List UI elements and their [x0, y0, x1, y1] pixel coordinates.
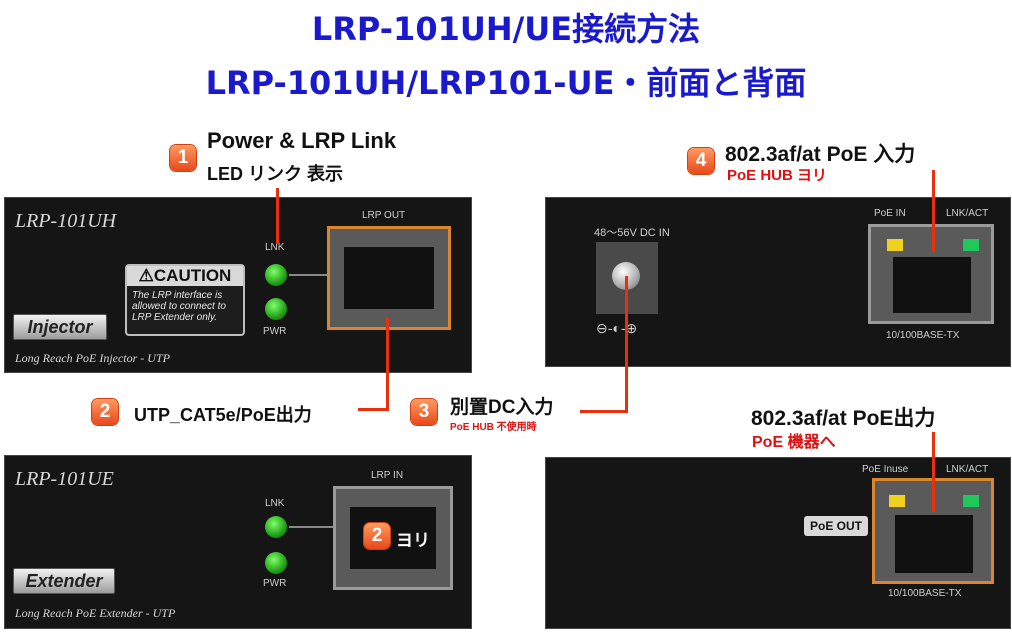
extender-tag: Extender — [13, 568, 115, 594]
badge-4-icon: 4 — [688, 148, 714, 174]
extender-port-label: LRP IN — [371, 470, 404, 481]
led-connector-line — [289, 274, 327, 276]
port-type-label: 10/100BASE-TX — [886, 330, 960, 341]
lnk-act-label: LNK/ACT — [946, 464, 989, 475]
caution-title: ⚠CAUTION — [127, 266, 243, 286]
callout-out-line — [932, 432, 935, 512]
badge-3-icon: 3 — [411, 399, 437, 425]
injector-port-label: LRP OUT — [362, 210, 406, 221]
injector-pwr-led — [265, 298, 287, 320]
callout-out-text: 802.3af/at PoE出力 — [751, 407, 936, 430]
injector-pwr-label: PWR — [263, 326, 287, 337]
callout1-line1: Power & LRP Link — [207, 128, 397, 153]
poe-out-tag: PoE OUT — [804, 516, 868, 536]
polarity-symbol: ⊖-◐-⊕ — [596, 320, 638, 336]
callout4-sub: PoE HUB ヨリ — [727, 167, 828, 184]
injector-tag: Injector — [13, 314, 107, 340]
callout1-line2: LED リンク 表示 — [207, 164, 344, 184]
poe-in-led-icon — [887, 239, 903, 251]
poe-in-label: PoE IN — [874, 208, 906, 219]
extender-pwr-led — [265, 552, 287, 574]
lnk-act-led-icon — [963, 239, 979, 251]
callout3-line-h — [580, 410, 628, 413]
lrp-in-port[interactable]: 2 ヨリ — [333, 486, 453, 590]
poe-out-jack — [895, 515, 973, 573]
poe-inuse-led-icon — [889, 495, 905, 507]
caution-text: The LRP interface is allowed to connect … — [132, 290, 226, 323]
callout3-text: 別置DC入力 — [450, 397, 554, 418]
poe-in-jack — [893, 257, 971, 313]
injector-footer: Long Reach PoE Injector - UTP — [15, 351, 170, 365]
injector-front-panel: LRP-101UH LNK PWR LRP OUT ⚠CAUTION The L… — [4, 197, 472, 373]
callout2-text: UTP_CAT5e/PoE出力 — [134, 405, 312, 425]
port-type-label: 10/100BASE-TX — [888, 588, 962, 599]
extender-rear-panel: PoE Inuse LNK/ACT PoE OUT 10/100BASE-TX — [545, 457, 1011, 629]
extender-front-panel: LRP-101UE LRP IN LNK PWR 2 ヨリ Extender L… — [4, 455, 472, 629]
injector-rear-panel: 48～56V DC IN ⊖-◐-⊕ PoE IN LNK/ACT 10/100… — [545, 197, 1011, 367]
injector-lnk-led — [265, 264, 287, 286]
callout1-line — [276, 188, 279, 244]
badge-2-icon: 2 — [92, 399, 118, 425]
extender-model: LRP-101UE — [15, 468, 114, 490]
injector-lnk-label: LNK — [265, 242, 285, 253]
extender-lnk-led — [265, 516, 287, 538]
extender-lnk-label: LNK — [265, 498, 285, 509]
extender-footer: Long Reach PoE Extender - UTP — [15, 606, 176, 620]
lrp-out-port[interactable] — [327, 226, 451, 330]
callout3-line-v — [625, 276, 628, 413]
caution-box: ⚠CAUTION The LRP interface is allowed to… — [125, 264, 245, 336]
callout3-sub: PoE HUB 不使用時 — [450, 422, 537, 433]
page-subtitle: LRP-101UH/LRP101-UE・前面と背面 — [205, 64, 807, 102]
callout2-line-h — [358, 408, 389, 411]
lrp-out-jack — [344, 247, 434, 309]
dc-in-label: 48～56V DC IN — [594, 227, 670, 239]
poe-inuse-label: PoE Inuse — [862, 464, 909, 475]
port-badge-text: ヨリ — [396, 531, 430, 550]
lnk-act-led-icon — [963, 495, 979, 507]
led-connector-line — [289, 526, 333, 528]
lnk-act-label: LNK/ACT — [946, 208, 989, 219]
page-title: LRP-101UH/UE接続方法 — [311, 10, 701, 48]
poe-in-port[interactable] — [868, 224, 994, 324]
injector-model: LRP-101UH — [15, 210, 117, 232]
callout4-text: 802.3af/at PoE 入力 — [725, 143, 916, 166]
badge-1-icon: 1 — [170, 145, 196, 171]
extender-pwr-label: PWR — [263, 578, 287, 589]
callout-out-sub: PoE 機器へ — [752, 434, 836, 451]
badge-2-icon: 2 — [364, 523, 390, 549]
callout4-line — [932, 170, 935, 252]
callout2-line-v — [386, 318, 389, 410]
